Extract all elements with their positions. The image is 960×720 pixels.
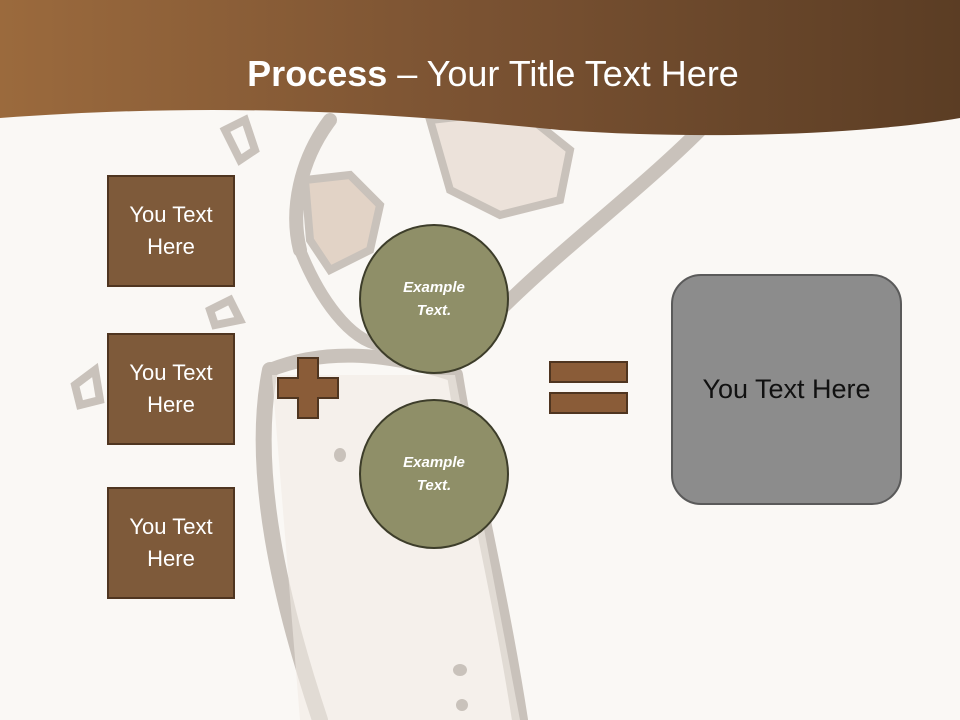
result-label: You Text Here [702, 374, 871, 404]
header-band [0, 0, 960, 136]
result-box: You Text Here [671, 274, 902, 505]
plus-icon [277, 357, 339, 419]
title-rest: – Your Title Text Here [387, 53, 739, 94]
input-box-3: You Text Here [107, 487, 235, 599]
input-box-label: You Text Here [129, 514, 213, 571]
example-circle-1: Example Text. [359, 224, 509, 374]
circle-label: Example Text. [403, 279, 465, 319]
input-box-label: You Text Here [129, 202, 213, 259]
input-box-1: You Text Here [107, 175, 235, 287]
input-box-label: You Text Here [129, 360, 213, 417]
equals-icon [549, 361, 628, 414]
circle-label: Example Text. [403, 454, 465, 494]
title-bold: Process [247, 53, 388, 94]
example-circle-2: Example Text. [359, 399, 509, 549]
slide-title: Process – Your Title Text Here [0, 52, 960, 96]
input-box-2: You Text Here [107, 333, 235, 445]
